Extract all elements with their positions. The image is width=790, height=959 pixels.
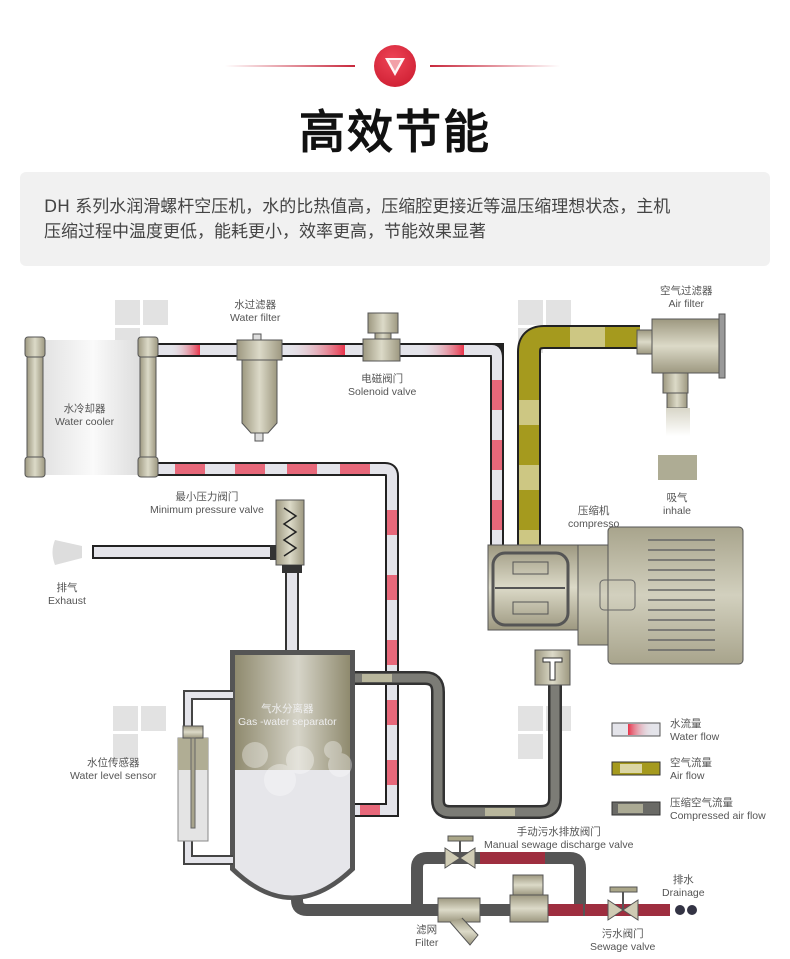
description-line-2: 压缩过程中温度更低，能耗更小，效率更高，节能效果显著 (44, 222, 486, 242)
exhaust-icon (52, 540, 82, 565)
water-pipes (155, 343, 505, 817)
legend-swatches (611, 722, 661, 816)
air-pipe (517, 325, 640, 555)
drain-components (437, 835, 639, 946)
description-panel (20, 172, 770, 266)
description-text: DH 系列水润滑螺杆空压机，水的比热值高，压缩腔更接近等温压缩理想状态，主机 压… (44, 195, 744, 245)
solenoid-valve (362, 312, 401, 362)
header-divider-right (430, 65, 560, 67)
minimum-pressure-valve (270, 499, 305, 573)
air-filter (636, 313, 726, 480)
compressor (487, 526, 744, 686)
drainage-pipes (291, 852, 697, 916)
header-divider-left (225, 65, 355, 67)
water-filter (236, 333, 283, 442)
water-level-sensor (177, 690, 233, 865)
description-line-1: DH 系列水润滑螺杆空压机，水的比热值高，压缩腔更接近等温压缩理想状态，主机 (44, 197, 671, 217)
gas-water-separator (230, 650, 355, 900)
water-cooler (24, 336, 159, 478)
chevron-down-icon (374, 45, 416, 87)
page-title: 高效节能 (299, 105, 491, 159)
